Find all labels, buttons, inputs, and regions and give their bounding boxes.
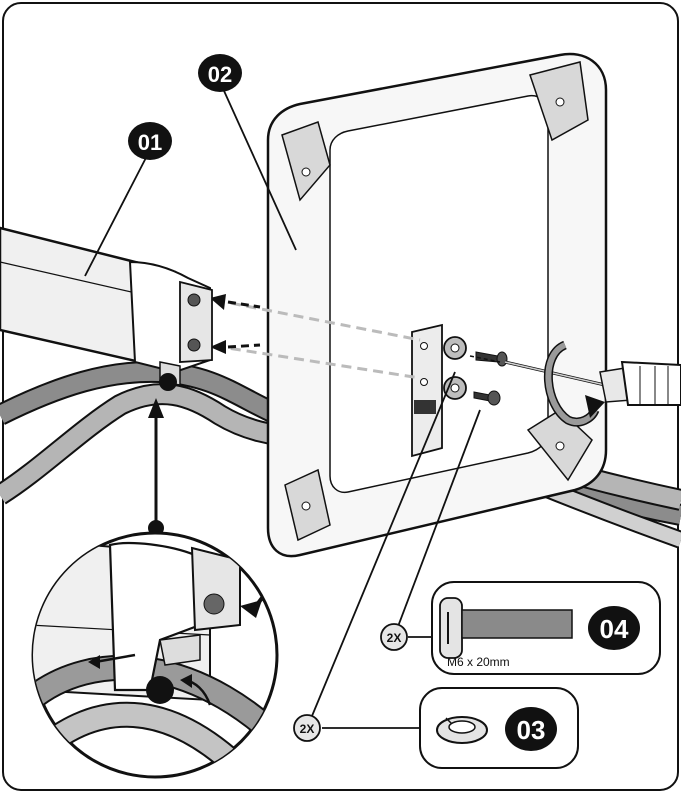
corner-foot — [529, 61, 589, 142]
screwdriver-icon — [504, 360, 681, 406]
corner-foot — [284, 468, 331, 542]
callout-01-label: 01 — [138, 130, 162, 155]
arm-tube — [0, 226, 213, 391]
washer-qty-label: 2X — [300, 722, 315, 736]
mounting-plate — [266, 52, 608, 558]
insertion-guide-lines — [210, 294, 501, 380]
part-04-box: M6 x 20mm 04 — [431, 581, 661, 675]
washer-lower — [443, 376, 467, 400]
callout-02: 02 — [198, 54, 242, 92]
corner-foot — [281, 121, 331, 202]
callout-01: 01 — [128, 122, 172, 160]
callout-04-label: 04 — [600, 614, 629, 644]
lock-washer-icon — [436, 716, 488, 744]
screw-qty-label: 2X — [387, 631, 402, 645]
part-03-box: 03 — [419, 687, 579, 769]
detail-pointer — [148, 398, 164, 536]
qty-marker-screw: 2X — [380, 623, 408, 651]
plate-bracket — [411, 323, 443, 458]
screw-spec-label: M6 x 20mm — [447, 655, 510, 669]
corner-foot — [526, 409, 593, 482]
screw-lower — [473, 390, 501, 406]
qty-marker-washer: 2X — [293, 714, 321, 742]
machine-screw-icon — [439, 597, 573, 659]
callout-02-label: 02 — [208, 62, 232, 87]
magnified-detail — [31, 531, 279, 779]
callout-03-label: 03 — [517, 715, 546, 745]
rotation-arrow-icon — [543, 340, 605, 427]
leader-lines — [84, 81, 481, 729]
washer-upper — [443, 336, 467, 360]
